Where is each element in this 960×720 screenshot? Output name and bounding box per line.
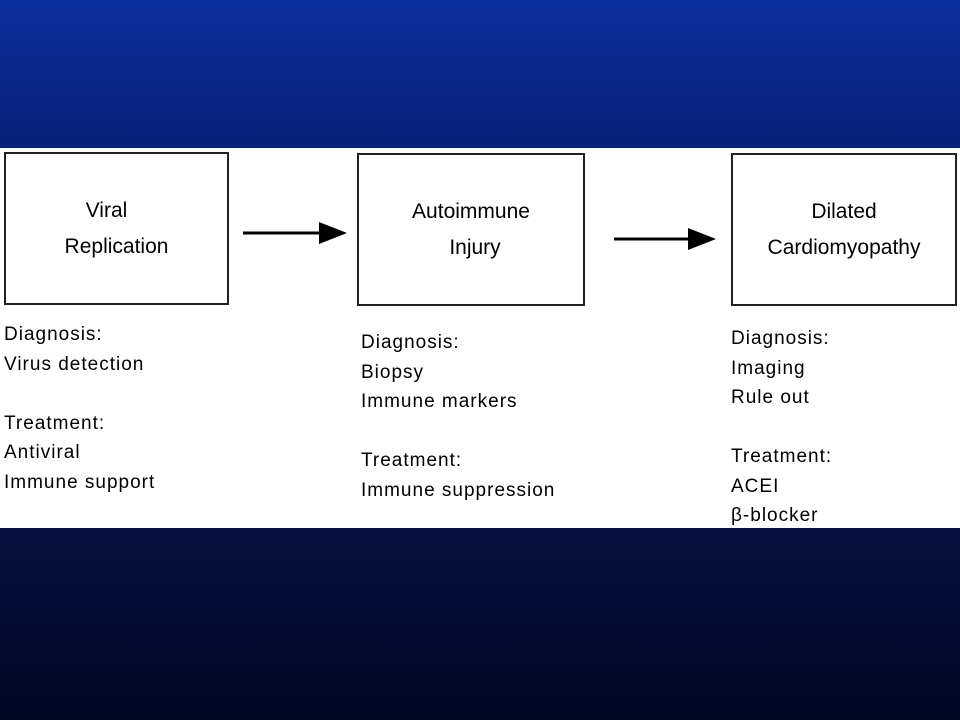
diagnosis-label: Diagnosis:	[361, 332, 460, 353]
arrow-right-icon	[243, 222, 347, 244]
treatment-label: Treatment:	[361, 450, 463, 471]
stage-title-line: Cardiomyopathy	[767, 235, 921, 259]
diagnosis-item: Biopsy	[361, 361, 425, 383]
treatment-item: β-blocker	[731, 505, 819, 526]
spacer	[4, 379, 155, 409]
diagnosis-item: Immune markers	[361, 391, 518, 412]
diagnosis-label: Diagnosis:	[4, 324, 103, 345]
stage-title-line: Autoimmune	[412, 199, 530, 223]
spacer	[731, 413, 832, 443]
treatment-item: Immune support	[4, 471, 156, 493]
diagnosis-item: Imaging	[731, 357, 806, 379]
stage-box-dilated-cardiomyopathy: Dilated Cardiomyopathy	[731, 153, 957, 306]
stage-notes-dilated-cardiomyopathy: Diagnosis: Imaging Rule out Treatment: A…	[731, 324, 832, 531]
treatment-item: Antiviral	[4, 442, 81, 463]
stage-notes-autoimmune-injury: Diagnosis: Biopsy Immune markers Treatme…	[361, 328, 555, 505]
spacer	[361, 417, 555, 447]
stage-box-autoimmune-injury: Autoimmune Injury	[357, 153, 585, 306]
treatment-item: ACEI	[731, 475, 780, 497]
stage-notes-viral-replication: Diagnosis: Virus detection Treatment: An…	[4, 320, 155, 497]
treatment-label: Treatment:	[731, 446, 833, 467]
arrow-right-icon	[614, 228, 716, 250]
diagnosis-label: Diagnosis:	[731, 328, 830, 349]
treatment-label: Treatment:	[4, 412, 106, 434]
stage-title-line: Viral	[85, 198, 128, 222]
stage-title-line: Replication	[64, 234, 169, 258]
diagram-panel: Viral Replication Autoimmune Injury Dila…	[0, 148, 960, 528]
stage-title-line: Dilated	[811, 199, 877, 223]
diagnosis-item: Rule out	[731, 387, 810, 408]
diagnosis-item: Virus detection	[4, 353, 145, 375]
treatment-item: Immune suppression	[361, 479, 556, 501]
stage-box-viral-replication: Viral Replication	[4, 152, 229, 305]
stage-title-line: Injury	[449, 235, 501, 259]
